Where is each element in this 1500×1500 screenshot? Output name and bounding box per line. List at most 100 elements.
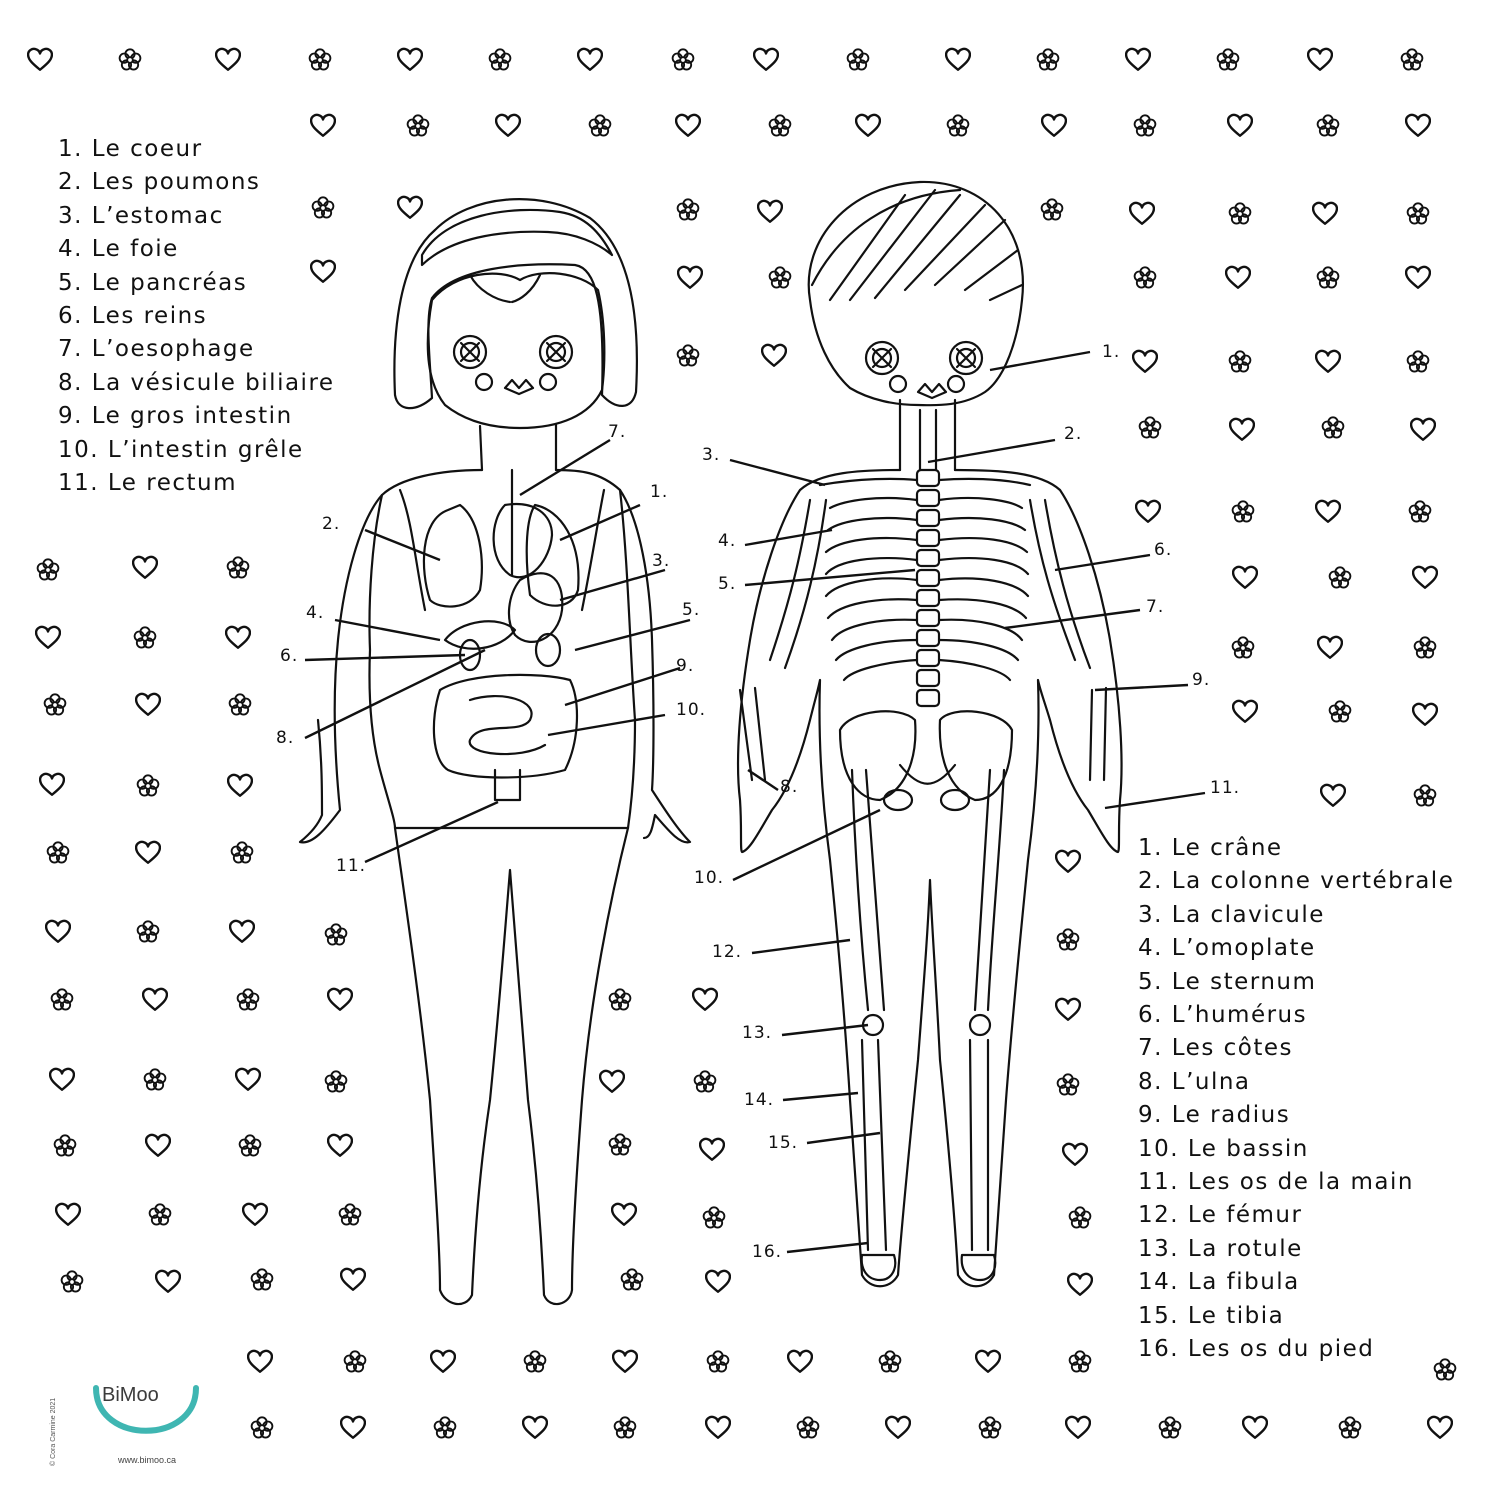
heart-icon bbox=[45, 919, 71, 943]
flower-icon bbox=[143, 1068, 167, 1091]
flower-icon bbox=[1400, 48, 1424, 71]
flower-icon bbox=[488, 48, 512, 71]
bone-legend-item: 4. L’omoplate bbox=[1138, 935, 1316, 962]
flower-icon bbox=[136, 774, 160, 797]
flower-icon bbox=[433, 1416, 457, 1439]
organ-callout-6: 6. bbox=[280, 646, 299, 666]
heart-icon bbox=[39, 772, 65, 796]
girl-legs bbox=[393, 826, 630, 1306]
organ-legend-item: 11. Le rectum bbox=[58, 470, 238, 497]
organ-callout-9: 9. bbox=[676, 656, 695, 676]
boy-body bbox=[736, 468, 1123, 1288]
heart-icon bbox=[327, 987, 353, 1011]
bone-callout-2: 2. bbox=[1064, 424, 1083, 444]
heart-icon bbox=[1125, 47, 1151, 71]
heart-icon bbox=[155, 1269, 181, 1293]
flower-icon bbox=[1408, 500, 1432, 523]
organ-callout-11: 11. bbox=[336, 856, 367, 876]
bone-legend-item: 15. Le tibia bbox=[1138, 1302, 1285, 1329]
heart-icon bbox=[757, 199, 783, 223]
flower-icon bbox=[230, 841, 254, 864]
heart-icon bbox=[1317, 635, 1343, 659]
organs-legend: 1. Le coeur 2. Les poumons 3. L’estomac … bbox=[58, 133, 335, 500]
heart-icon bbox=[1055, 849, 1081, 873]
flower-icon bbox=[308, 48, 332, 71]
heart-icon bbox=[340, 1415, 366, 1439]
heart-icon bbox=[430, 1349, 456, 1373]
flower-icon bbox=[1338, 1416, 1362, 1439]
flower-icon bbox=[228, 693, 252, 716]
heart-icon bbox=[945, 47, 971, 71]
heart-icon bbox=[327, 1133, 353, 1157]
heart-icon bbox=[215, 47, 241, 71]
flower-icon bbox=[613, 1416, 637, 1439]
heart-icon bbox=[705, 1415, 731, 1439]
flower-icon bbox=[620, 1268, 644, 1291]
brand-url: www.bimoo.ca bbox=[118, 1455, 177, 1465]
heart-icon bbox=[225, 625, 251, 649]
flower-icon bbox=[1406, 350, 1430, 373]
flower-icon bbox=[1406, 202, 1430, 225]
brand-logo: BiMoo bbox=[102, 1384, 159, 1406]
girl-headband bbox=[420, 208, 614, 267]
flower-icon bbox=[148, 1203, 172, 1226]
bone-callout-15: 15. bbox=[768, 1133, 799, 1153]
heart-icon bbox=[761, 343, 787, 367]
flower-icon bbox=[796, 1416, 820, 1439]
heart-icon bbox=[55, 1202, 81, 1226]
organ-legend-item: 8. La vésicule biliaire bbox=[58, 369, 335, 396]
heart-icon bbox=[340, 1267, 366, 1291]
flower-icon bbox=[36, 558, 60, 581]
heart-icon bbox=[885, 1415, 911, 1439]
organ-legend-item: 9. Le gros intestin bbox=[58, 403, 293, 430]
flower-icon bbox=[608, 988, 632, 1011]
boy-pelvis bbox=[838, 710, 917, 802]
flower-icon bbox=[1036, 48, 1060, 71]
heart-icon bbox=[1405, 113, 1431, 137]
bone-legend-item: 10. Le bassin bbox=[1138, 1135, 1309, 1162]
girl-figure bbox=[298, 198, 692, 1306]
organ-callout-1: 1. bbox=[650, 482, 669, 502]
organ-legend-item: 7. L’oesophage bbox=[58, 336, 255, 363]
flower-icon bbox=[846, 48, 870, 71]
girl-liver bbox=[443, 620, 517, 650]
bone-legend-item: 1. Le crâne bbox=[1138, 835, 1283, 861]
flower-icon bbox=[1228, 202, 1252, 225]
boy-femur bbox=[850, 768, 886, 1012]
heart-icon bbox=[235, 1067, 261, 1091]
heart-icon bbox=[1412, 565, 1438, 589]
flower-icon bbox=[523, 1350, 547, 1373]
organ-legend-item: 6. Les reins bbox=[58, 303, 208, 330]
flower-icon bbox=[946, 114, 970, 137]
flower-icon bbox=[878, 1350, 902, 1373]
boy-figure bbox=[736, 180, 1123, 1288]
flower-icon bbox=[406, 114, 430, 137]
girl-lungs bbox=[422, 503, 483, 608]
heart-icon bbox=[1067, 1272, 1093, 1296]
organ-callout-3: 3. bbox=[652, 551, 671, 571]
flower-icon bbox=[706, 1350, 730, 1373]
organ-legend-item: 3. L’estomac bbox=[58, 202, 224, 229]
heart-icon bbox=[577, 47, 603, 71]
heart-icon bbox=[1312, 201, 1338, 225]
flower-icon bbox=[1138, 416, 1162, 439]
heart-icon bbox=[145, 1133, 171, 1157]
heart-icon bbox=[1129, 201, 1155, 225]
bone-legend-item: 11. Les os de la main bbox=[1138, 1169, 1414, 1196]
bone-callout-6: 6. bbox=[1154, 540, 1173, 560]
organ-callout-10: 10. bbox=[676, 700, 707, 720]
flower-icon bbox=[1413, 636, 1437, 659]
flower-icon bbox=[43, 693, 67, 716]
leader-lines bbox=[304, 350, 1206, 1254]
heart-icon bbox=[1232, 565, 1258, 589]
flower-icon bbox=[324, 1070, 348, 1093]
boy-hair bbox=[810, 188, 1024, 302]
heart-icon bbox=[229, 919, 255, 943]
organ-legend-item: 1. Le coeur bbox=[58, 136, 203, 162]
bone-callout-1: 1. bbox=[1102, 342, 1121, 362]
organ-callout-4: 4. bbox=[306, 603, 325, 623]
bone-callout-9: 9. bbox=[1192, 670, 1211, 690]
flower-icon bbox=[338, 1203, 362, 1226]
